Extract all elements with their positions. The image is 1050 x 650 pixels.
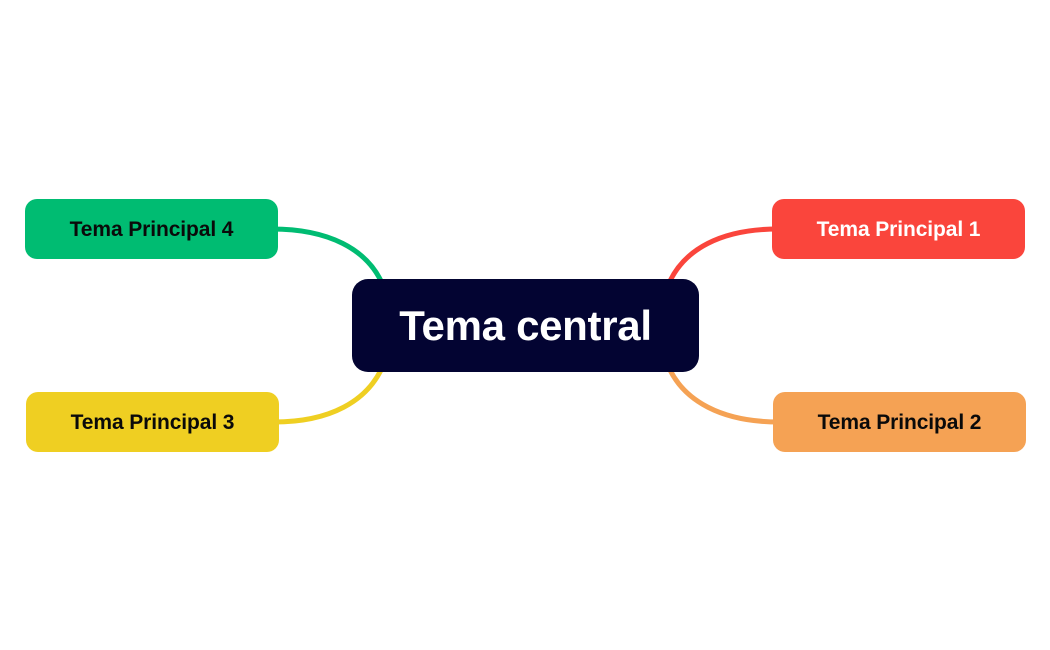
connector-topic-4	[269, 226, 384, 284]
branch-node-topic-3-label: Tema Principal 3	[70, 410, 235, 434]
branch-node-topic-3[interactable]: Tema Principal 3	[26, 392, 279, 452]
branch-node-topic-1[interactable]: Tema Principal 1	[772, 199, 1025, 259]
central-node-label: Tema central	[399, 301, 652, 349]
connector-topic-2	[667, 367, 782, 425]
branch-node-topic-1-label: Tema Principal 1	[816, 217, 981, 241]
branch-node-topic-4[interactable]: Tema Principal 4	[25, 199, 278, 259]
branch-node-topic-4-label: Tema Principal 4	[69, 217, 234, 241]
connector-topic-1	[667, 226, 781, 284]
branch-node-topic-2-label: Tema Principal 2	[817, 410, 982, 434]
central-node[interactable]: Tema central	[352, 279, 699, 372]
branch-node-topic-2[interactable]: Tema Principal 2	[773, 392, 1026, 452]
connector-topic-3	[271, 367, 384, 425]
